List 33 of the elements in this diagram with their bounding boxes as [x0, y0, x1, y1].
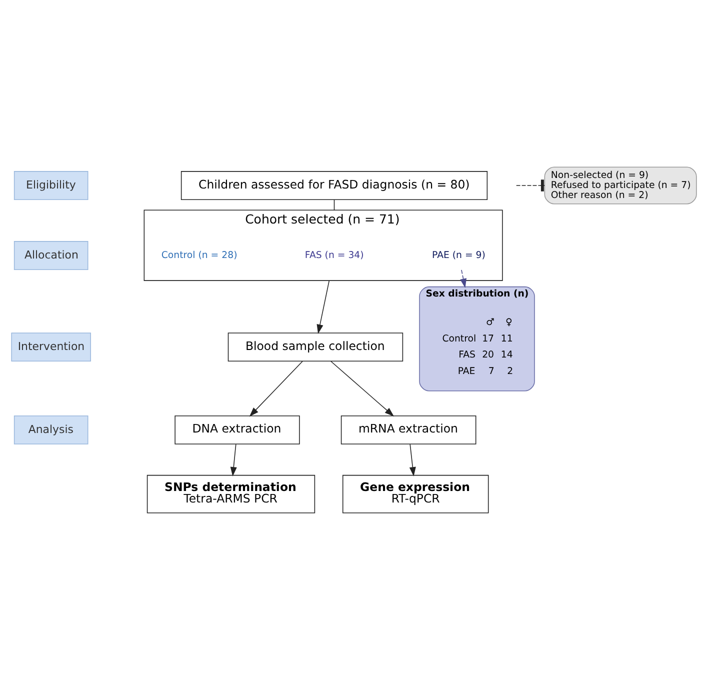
- label: ♂: [486, 316, 494, 328]
- node-box: SNPs determination Tetra-ARMS PCR: [146, 474, 316, 514]
- node-box: Intervention: [11, 332, 91, 362]
- arrow: [316, 280, 330, 334]
- arrow: [249, 360, 303, 417]
- label: 14: [500, 350, 513, 361]
- label: 20: [482, 350, 494, 361]
- node-text: FAS (n = 34): [304, 250, 364, 261]
- node-text: Control (n = 28): [161, 250, 238, 261]
- label: ♀: [506, 316, 512, 328]
- node-box: Non-selected (n = 9) Refused to participate (n = 7) Other reason (n = 2): [544, 166, 697, 204]
- node-box: Gene expression RT-qPCR: [342, 474, 489, 514]
- connector: [334, 199, 335, 211]
- arrow: [230, 444, 237, 476]
- node-box: mRNA extraction: [340, 415, 476, 444]
- node-box: Eligibility: [14, 171, 88, 200]
- label: 2: [507, 366, 514, 378]
- label: 7: [488, 366, 494, 378]
- node-box: Children assessed for FASD diagnosis (n = 80): [180, 171, 488, 200]
- node-box: Analysis: [14, 415, 88, 444]
- node-text: PAE (n = 9): [432, 250, 486, 261]
- label: 17: [482, 333, 494, 344]
- node-box: Allocation: [14, 241, 88, 270]
- label: FAS: [458, 350, 476, 361]
- label: 11: [500, 333, 513, 344]
- label: Control: [442, 333, 476, 344]
- node-box: Blood sample collection: [228, 332, 404, 362]
- label: PAE: [458, 366, 476, 378]
- node-box: DNA extraction: [174, 415, 300, 444]
- arrow: [330, 360, 394, 416]
- connector: [516, 185, 546, 186]
- arrow: [460, 270, 467, 288]
- arrow: [409, 444, 416, 476]
